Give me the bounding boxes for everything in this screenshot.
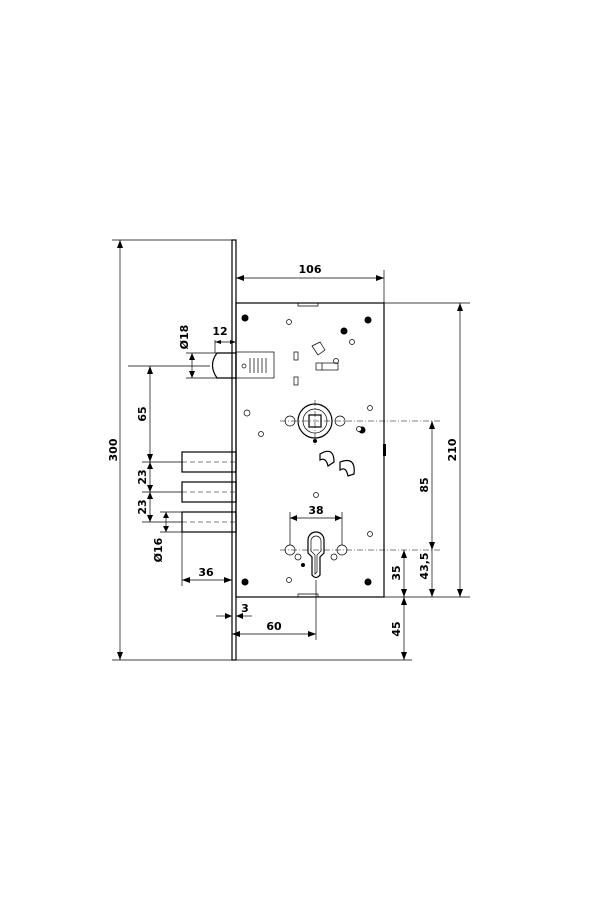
faceplate bbox=[231, 239, 237, 661]
hole-small-8 bbox=[286, 577, 292, 583]
hole-small-7 bbox=[313, 492, 319, 498]
dim-bolt-throw: 36 bbox=[198, 566, 214, 579]
lock-case bbox=[235, 302, 385, 598]
cam-right bbox=[339, 459, 355, 477]
dim-backset: 60 bbox=[266, 620, 282, 633]
hole-small-5 bbox=[258, 431, 264, 437]
rivet-top-left bbox=[241, 314, 249, 322]
latch-tail bbox=[235, 351, 275, 379]
cylinder-cutout bbox=[307, 531, 325, 579]
dim-faceplate-thickness: 3 bbox=[241, 602, 249, 615]
cam-left bbox=[319, 450, 335, 467]
case-top-tab bbox=[297, 303, 319, 307]
rivet-bottom-left bbox=[241, 578, 249, 586]
rivet-bottom-right bbox=[364, 578, 372, 586]
dim-handle-to-cylinder: 85 bbox=[418, 477, 431, 492]
dim-case-to-plate-end: 45 bbox=[390, 621, 403, 636]
dim-faceplate-length: 300 bbox=[107, 438, 120, 461]
dim-bolt-pitch-1: 23 bbox=[136, 469, 149, 484]
case-bottom-tab bbox=[297, 593, 319, 597]
hole-small-3 bbox=[349, 339, 355, 345]
dim-latch-offset: 12 bbox=[212, 325, 227, 338]
dim-bolt-diameter: Ø16 bbox=[152, 537, 165, 562]
latch-spring bbox=[249, 358, 267, 373]
dim-cylinder-holes: 38 bbox=[308, 504, 323, 517]
hole-small-2 bbox=[333, 358, 339, 364]
hole-small-1 bbox=[286, 319, 292, 325]
hole-small-6 bbox=[356, 426, 362, 432]
rivet-lower-center bbox=[301, 563, 305, 567]
latch-slider bbox=[315, 362, 339, 371]
dim-bolt-pitch-2: 23 bbox=[136, 499, 149, 514]
spring-slot-2 bbox=[293, 376, 299, 386]
latch-pin bbox=[241, 363, 247, 369]
spring-slot-1 bbox=[293, 351, 299, 361]
dim-cylinder-to-bottom-a: 35 bbox=[390, 565, 403, 580]
dim-case-width: 106 bbox=[299, 263, 322, 276]
hole-small-4 bbox=[367, 405, 373, 411]
dim-cylinder-to-bottom-b: 43,5 bbox=[418, 552, 431, 579]
hole-small-9 bbox=[367, 531, 373, 537]
dim-case-height: 210 bbox=[446, 438, 459, 461]
case-side-notch bbox=[383, 444, 386, 456]
rivet-mid-upper bbox=[340, 327, 348, 335]
hole-small-10 bbox=[243, 409, 251, 417]
rivet-top-right bbox=[364, 316, 372, 324]
dim-latch-to-bolt: 65 bbox=[136, 406, 149, 421]
lever-detail bbox=[311, 341, 326, 356]
dim-latch-diameter: Ø18 bbox=[178, 325, 191, 350]
